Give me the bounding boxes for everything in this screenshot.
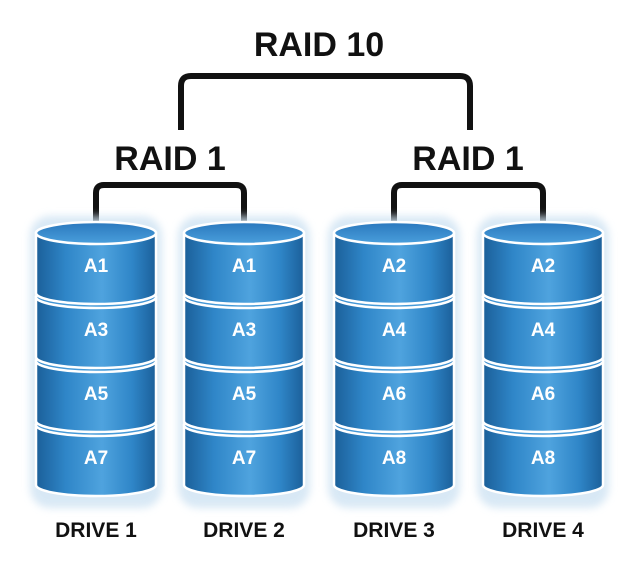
disk-block-body [481, 295, 605, 370]
block-label: A6 [531, 384, 555, 405]
raid1-connector-left [93, 182, 247, 233]
block-label: A2 [531, 256, 555, 277]
disk-block: A2 [332, 220, 456, 306]
disk-block-body [182, 231, 306, 306]
drive-4: A8 A6 A4 A2 [477, 216, 609, 508]
disk-block-top [182, 220, 306, 246]
drive-1: A7 A5 A3 A1 [30, 216, 162, 508]
raid1-connector-right [391, 182, 546, 233]
block-label: A7 [232, 448, 256, 469]
disk-block-body [34, 295, 158, 370]
block-label: A1 [232, 256, 257, 277]
disk-block-top [332, 220, 456, 246]
disk-block-body [332, 231, 456, 306]
block-label: A5 [232, 384, 257, 405]
drive-3: A8 A6 A4 A2 [328, 216, 460, 508]
disk-block: A1 [182, 220, 306, 306]
raid10-title: RAID 10 [254, 26, 384, 64]
drive-2-label: DRIVE 2 [203, 519, 285, 542]
block-label: A6 [382, 384, 406, 405]
disk-block-top [34, 220, 158, 246]
disk-block-body [34, 359, 158, 434]
raid1-title-right: RAID 1 [412, 140, 523, 178]
drive-2: A7 A5 A3 A1 [178, 216, 310, 508]
raid10-connector [178, 73, 473, 130]
disk-block-body [332, 423, 456, 498]
block-label: A7 [84, 448, 108, 469]
disk-block-body [481, 423, 605, 498]
drive-4-label: DRIVE 4 [502, 519, 584, 542]
disk-block-body [481, 359, 605, 434]
block-label: A4 [531, 320, 556, 341]
disk-block-body [182, 423, 306, 498]
disk-block-body [481, 231, 605, 306]
disk-block: A1 [34, 220, 158, 306]
disk-block-body [332, 295, 456, 370]
drive-3-label: DRIVE 3 [353, 519, 435, 542]
disk-block-top [481, 220, 605, 246]
connectors [93, 73, 546, 233]
drive-1-label: DRIVE 1 [55, 519, 137, 542]
block-label: A8 [531, 448, 555, 469]
block-label: A3 [232, 320, 256, 341]
disk-block-body [34, 231, 158, 306]
disk-block-body [332, 359, 456, 434]
disk-block-body [182, 359, 306, 434]
block-label: A3 [84, 320, 108, 341]
block-label: A8 [382, 448, 406, 469]
disk-block-body [182, 295, 306, 370]
block-label: A2 [382, 256, 406, 277]
block-label: A1 [84, 256, 109, 277]
block-label: A5 [84, 384, 109, 405]
disk-block-body [34, 423, 158, 498]
disk-block: A2 [481, 220, 605, 306]
raid1-title-left: RAID 1 [114, 140, 225, 178]
block-label: A4 [382, 320, 407, 341]
